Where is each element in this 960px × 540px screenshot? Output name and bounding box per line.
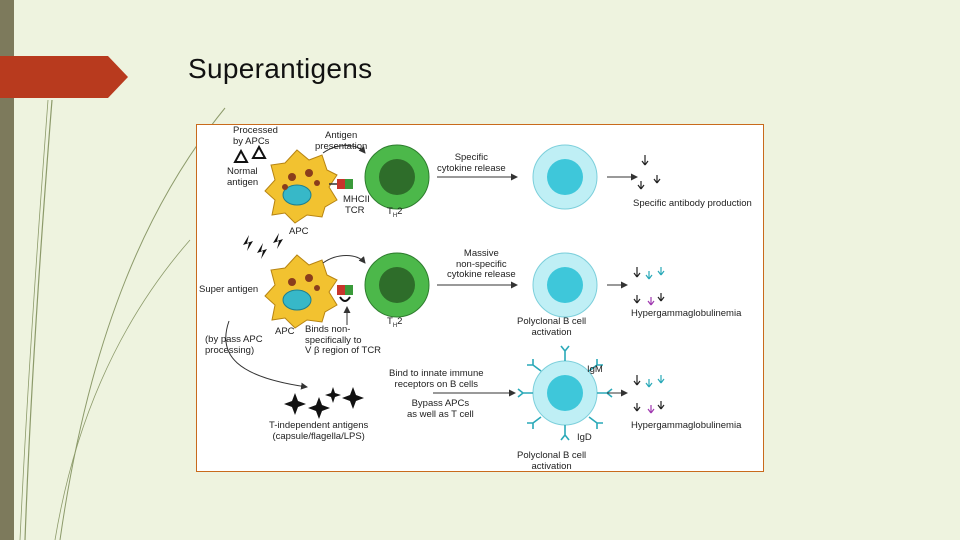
- b-cell-row1: [533, 145, 597, 209]
- label-massive-cytokine-release: Massive non-specific cytokine release: [447, 249, 516, 281]
- label-hypergammaglobulinemia-row3: Hypergammaglobulinemia: [631, 421, 741, 432]
- slide-title: Superantigens: [188, 53, 372, 85]
- label-binds-nonspecifically: Binds non- specifically to V β region of…: [305, 325, 381, 357]
- label-processed-by-apcs: Processed by APCs: [233, 126, 278, 147]
- label-apc: APC: [289, 227, 309, 238]
- label-t-independent-antigens: T-independent antigens (capsule/flagella…: [269, 421, 368, 442]
- label-polyclonal-b-cell-row3: Polyclonal B cell activation: [517, 451, 586, 472]
- label-th2-row2: TH2: [387, 317, 402, 331]
- antibody-icons-row1: [638, 155, 660, 189]
- label-bypass-apc-processing: (by pass APC processing): [205, 335, 263, 356]
- th2-cell-row2: [365, 253, 429, 317]
- label-polyclonal-b-cell-row2: Polyclonal B cell activation: [517, 317, 586, 338]
- label-apc-row2: APC: [275, 327, 295, 338]
- b-cell-row2: [533, 253, 597, 317]
- superantigen-diagram: Processed by APCs Normal antigen Antigen…: [196, 124, 764, 472]
- title-accent-tab: [0, 56, 128, 98]
- label-specific-cytokine-release: Specific cytokine release: [437, 153, 506, 174]
- label-mhcii: MHCII: [343, 195, 370, 206]
- apc-cell-row1: [265, 150, 337, 223]
- superantigen-bolts: [243, 233, 283, 259]
- label-super-antigen: Super antigen: [199, 285, 258, 296]
- label-th2-row1: TH2: [387, 207, 402, 221]
- antibody-icons-row2: [634, 267, 664, 305]
- label-igm: IgM: [587, 365, 603, 376]
- label-specific-antibody-production: Specific antibody production: [633, 199, 752, 210]
- label-antigen-presentation: Antigen presentation: [315, 131, 367, 152]
- label-hypergammaglobulinemia-row2: Hypergammaglobulinemia: [631, 309, 741, 320]
- label-igd: IgD: [577, 433, 592, 444]
- apc-cell-row2: [265, 255, 337, 328]
- label-bind-innate-receptors: Bind to innate immune receptors on B cel…: [389, 369, 484, 390]
- t-independent-antigen-stars: [284, 387, 364, 419]
- antigen-triangles-row1: [235, 147, 265, 162]
- arrow-superantigen-binding: [323, 256, 365, 264]
- th2-cell-row1: [365, 145, 429, 209]
- label-bypass-apcs-t-cell: Bypass APCs as well as T cell: [407, 399, 474, 420]
- label-tcr: TCR: [345, 206, 365, 217]
- label-normal-antigen: Normal antigen: [227, 167, 258, 188]
- antibody-icons-row3: [634, 375, 664, 413]
- superantigen-tcr-binding: [337, 285, 353, 301]
